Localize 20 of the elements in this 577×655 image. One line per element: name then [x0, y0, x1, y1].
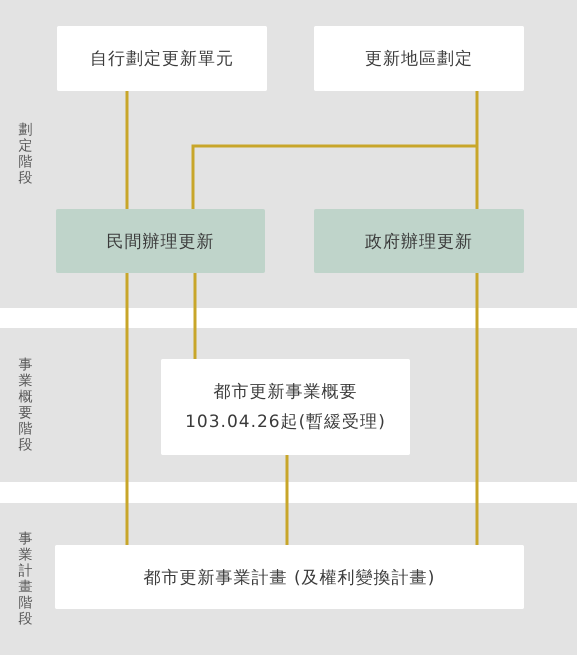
connector-line: [286, 455, 288, 545]
phase-label: 劃定階段: [18, 122, 33, 186]
process-box: 政府辦理更新: [314, 209, 524, 273]
connector-line: [126, 91, 128, 209]
process-box: [161, 359, 410, 455]
date-note: 103.04.26起(暫緩受理): [185, 411, 386, 434]
phase-band: [0, 328, 577, 482]
process-box: 自行劃定更新單元: [57, 26, 267, 91]
process-box: 更新地區劃定: [314, 26, 524, 91]
connector-line: [476, 273, 478, 545]
phase-label: 事業概要階段: [18, 357, 33, 453]
connector-line: [126, 273, 128, 545]
connector-line: [192, 91, 478, 209]
process-box: 民間辦理更新: [56, 209, 265, 273]
process-box: 都市更新事業計畫 (及權利變換計畫): [55, 545, 524, 609]
phase-label: 事業計畫階段: [18, 531, 33, 627]
connector-line: [194, 273, 196, 359]
phase-band: [0, 503, 577, 655]
stage-title: 都市更新事業概要: [214, 381, 358, 404]
phase-band: [0, 0, 577, 308]
